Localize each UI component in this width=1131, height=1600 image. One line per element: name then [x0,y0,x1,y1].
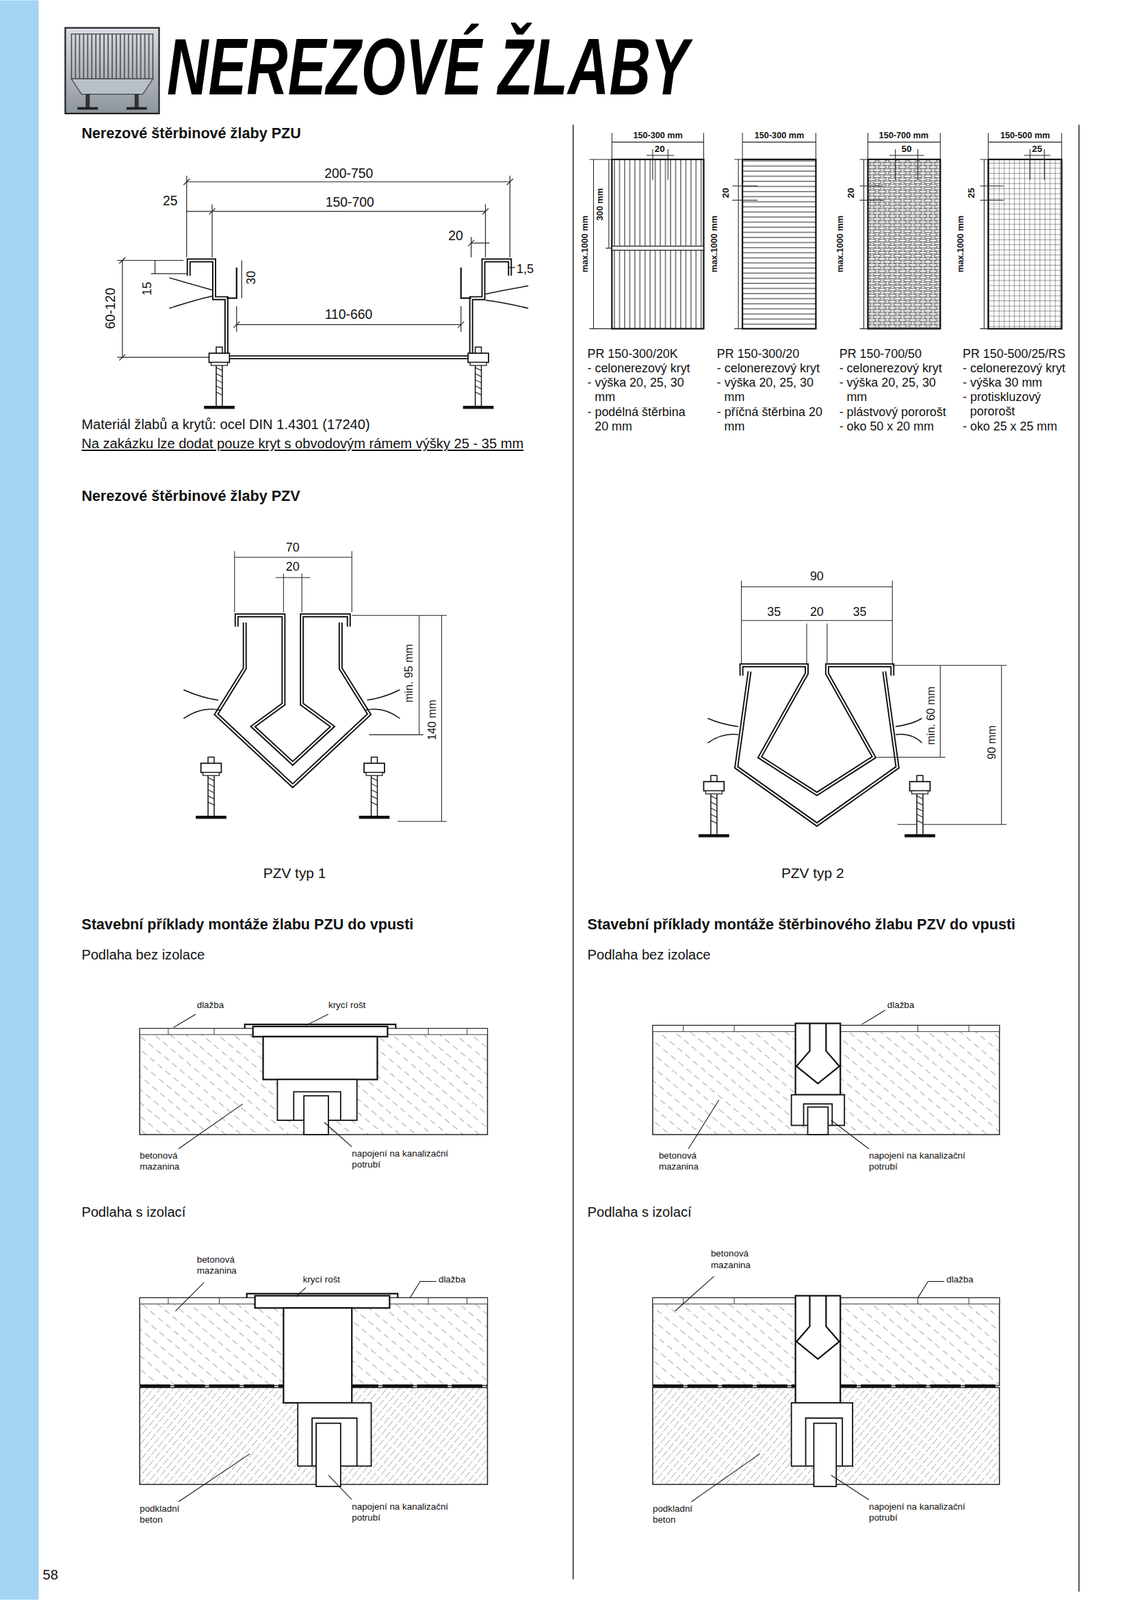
spec-item: - příčná štěrbina 20 mm [717,405,832,435]
dimension-label: 140 mm [425,698,440,742]
section-heading: Nerezové štěrbinové žlaby PZU [81,124,302,143]
dimension-label: 1,5 [515,262,536,277]
annotation: dlažba [887,999,915,1011]
header-icon [65,28,159,114]
spec-item: - výška 20, 25, 30 mm [587,375,702,406]
annotation: Podlaha bez izolace [81,946,205,963]
side-stripe [0,0,39,1599]
grating-covers [589,132,1062,329]
annotation: dlažba [438,1274,466,1285]
spec-item: - oko 25 x 25 mm [962,419,1075,434]
annotation: Podlaha s izolací [587,1203,692,1220]
dimension-label: 150-500 mm [998,130,1051,141]
annotation: PR 150-300/20K [587,346,679,362]
dimension-label: 90 [808,569,826,584]
dimension-label: 35 [851,604,869,620]
spec-item: - oko 50 x 20 mm [839,419,954,434]
dimension-label: 20 [653,143,667,155]
pzv-type-1-drawing [183,550,447,822]
annotation: podkladní beton [652,1503,705,1526]
spec-item: - celonerezový kryt [962,361,1075,376]
dimension-label: max.1000 mm [835,214,846,274]
install-pzu-plain [139,1014,488,1149]
annotation: Podlaha s izolací [81,1203,186,1220]
dimension-label: min. 60 mm [924,684,939,747]
install-pzu-insulated [139,1281,488,1502]
annotation: krycí rošt [303,1274,341,1285]
dimension-label: 15 [140,280,155,297]
pzv-type-2-drawing [698,580,1007,837]
annotation: PR 150-700/50 [839,346,922,362]
dimension-label: 90 mm [985,723,999,761]
spec-item: - protiskluzový pororošt [962,390,1075,420]
annotation: Materiál žlabů a krytů: ocel DIN 1.4301 … [81,416,370,433]
dimension-label: 150-700 mm [877,130,930,141]
dimension-label: max.1000 mm [580,214,591,274]
dimension-label: 35 [765,604,783,620]
annotation: napojení na kanalizační potrubí [868,1150,990,1173]
annotation: PZV typ 2 [781,864,845,882]
page-title: NEREZOVÉ ŽLABY [166,27,689,107]
column-rules [573,124,1079,1591]
dimension-label: 25 [966,186,978,200]
dimension-label: 20 [720,186,732,200]
annotation: napojení na kanalizační potrubí [868,1501,990,1524]
dimension-label: 150-300 mm [631,130,684,141]
annotation: napojení na kanalizační potrubí [351,1501,473,1524]
spec-item: - výška 20, 25, 30 mm [839,375,954,406]
install-pzv-insulated [652,1276,1000,1502]
dimension-label: 20 [808,604,826,620]
dimension-label: 20 [446,227,465,244]
dimension-label: 70 [284,540,302,555]
dimension-label: 110-660 [323,306,375,323]
annotation: Na zakázku lze dodat pouze kryt s obvodo… [81,435,524,452]
dimension-label: 25 [1030,143,1044,155]
spec-item: - celonerezový kryt [587,361,702,376]
dimension-label: min. 95 mm [402,642,416,705]
annotation: dlažba [946,1274,974,1285]
dimension-label: 150-300 mm [753,130,806,141]
dimension-label: 150-700 [324,194,376,211]
annotation: PR 150-300/20 [717,346,800,362]
spec-item: - celonerezový kryt [839,361,954,376]
annotation: 58 [43,1566,59,1583]
install-pzv-plain [652,1009,1000,1149]
dimension-label: max.1000 mm [709,214,720,274]
dimension-label: 300 mm [595,186,606,222]
dimension-label: 200-750 [322,165,375,182]
annotation: PR 150-500/25/RS [962,346,1066,362]
annotation: napojení na kanalizační potrubí [351,1148,473,1170]
annotation: dlažba [197,999,225,1011]
dimension-label: 60-120 [101,286,118,330]
section-heading: Stavební příklady montáže žlabu PZU do v… [81,915,414,934]
spec-item: - výška 30 mm [962,375,1075,390]
dimension-label: 20 [846,186,858,200]
annotation: Podlaha bez izolace [587,946,711,963]
spec-item: - podélná štěrbina 20 mm [587,405,702,435]
spec-item: - celonerezový kryt [717,361,832,376]
annotation: podkladní beton [139,1503,191,1526]
annotation: betonová mazanina [197,1254,249,1277]
section-heading: Nerezové štěrbinové žlaby PZV [81,487,300,505]
annotation: krycí rošt [328,999,366,1011]
spec-item: - plástvový pororošt [839,405,954,420]
annotation: PZV typ 1 [263,864,327,882]
annotation: betonová mazanina [139,1150,191,1173]
annotation: betonová mazanina [710,1248,763,1270]
pzu-section-drawing [117,175,529,408]
dimension-label: max.1000 mm [955,214,966,274]
section-heading: Stavební příklady montáže štěrbinového ž… [587,915,1017,934]
spec-item: - výška 20, 25, 30 mm [717,375,832,406]
dimension-label: 25 [161,192,180,209]
annotation: betonová mazanina [658,1150,711,1173]
dimension-label: 50 [900,143,914,155]
dimension-label: 30 [244,269,259,286]
dimension-label: 20 [284,559,302,575]
